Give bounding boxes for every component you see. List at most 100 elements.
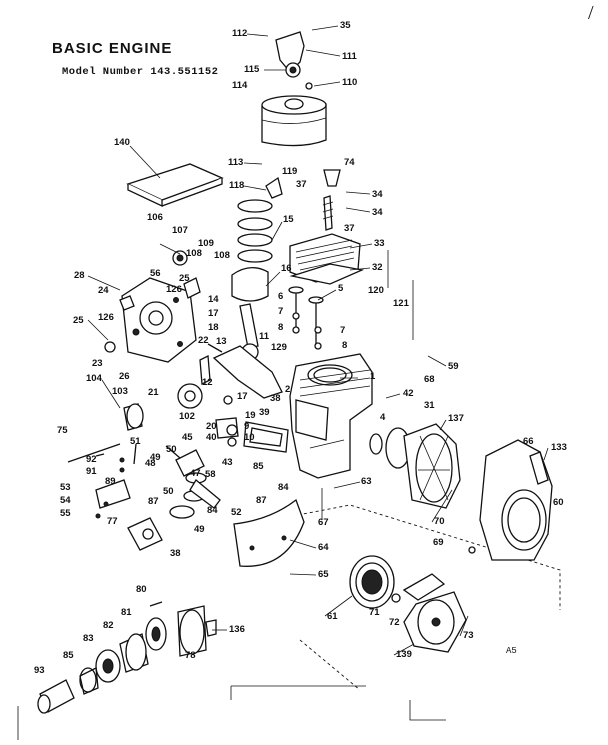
callout-50: 50 xyxy=(166,444,177,455)
callout-50: 50 xyxy=(163,486,174,497)
callout-11: 11 xyxy=(259,331,270,342)
callout-112: 112 xyxy=(232,28,247,39)
callout-133: 133 xyxy=(551,442,567,453)
diagram-title: BASIC ENGINE xyxy=(52,40,173,57)
callout-7: 7 xyxy=(340,325,345,336)
callout-19: 19 xyxy=(245,410,256,421)
callout-61: 61 xyxy=(327,611,338,622)
callout-35: 35 xyxy=(340,20,351,31)
callout-103: 103 xyxy=(112,386,128,397)
callout-102: 102 xyxy=(179,411,195,422)
callout-34: 34 xyxy=(372,189,383,200)
callout-12: 12 xyxy=(202,377,213,388)
callout-17: 17 xyxy=(237,391,248,402)
callout-20: 20 xyxy=(206,421,217,432)
callout-40: 40 xyxy=(206,432,217,443)
callout-137: 137 xyxy=(448,413,464,424)
callout-74: 74 xyxy=(344,157,355,168)
callout-52: 52 xyxy=(231,507,242,518)
callout-108: 108 xyxy=(214,250,230,261)
callout-8: 8 xyxy=(342,340,347,351)
callout-10: 10 xyxy=(244,432,255,443)
callout-9: 9 xyxy=(244,421,249,432)
callout-126: 126 xyxy=(166,284,182,295)
frame-lines xyxy=(17,250,561,740)
model-number: Model Number 143.551152 xyxy=(62,66,219,78)
callout-7: 7 xyxy=(278,306,283,317)
corner-mark: / xyxy=(588,2,594,24)
callout-25: 25 xyxy=(73,315,84,326)
callout-106: 106 xyxy=(147,212,163,223)
callout-21: 21 xyxy=(148,387,159,398)
callout-92: 92 xyxy=(86,454,97,465)
leader-lines xyxy=(87,25,549,656)
callout-113: 113 xyxy=(228,157,243,168)
callout-82: 82 xyxy=(103,620,114,631)
callout-87: 87 xyxy=(148,496,159,507)
callout-26: 26 xyxy=(119,371,130,382)
callout-77: 77 xyxy=(107,516,118,527)
callout-1: 1 xyxy=(370,371,376,382)
callout-47: 47 xyxy=(190,468,201,479)
callout-108: 108 xyxy=(186,248,202,259)
callout-67: 67 xyxy=(318,517,329,528)
callout-104: 104 xyxy=(86,373,103,384)
callout-71: 71 xyxy=(369,607,380,618)
callout-4: 4 xyxy=(380,412,386,423)
callout-72: 72 xyxy=(389,617,400,628)
callout-89: 89 xyxy=(105,476,116,487)
callout-48: 48 xyxy=(145,458,156,469)
callout-16: 16 xyxy=(281,263,292,274)
callout-38: 38 xyxy=(170,548,181,559)
callout-85: 85 xyxy=(253,461,264,472)
callout-107: 107 xyxy=(172,225,188,236)
callout-110: 110 xyxy=(342,77,357,88)
callout-119: 119 xyxy=(282,166,297,177)
governor-parts xyxy=(159,243,201,299)
callout-13: 13 xyxy=(216,336,227,347)
callout-111: 111 xyxy=(342,51,358,62)
callout-39: 39 xyxy=(259,407,270,418)
callout-54: 54 xyxy=(60,495,71,506)
callout-75: 75 xyxy=(57,425,68,436)
callout-93: 93 xyxy=(34,665,45,676)
callout-49: 49 xyxy=(150,452,161,463)
crankshaft-assembly xyxy=(199,303,283,399)
callout-23: 23 xyxy=(92,358,103,369)
callout-78: 78 xyxy=(185,650,196,661)
callout-139: 139 xyxy=(396,649,412,660)
callout-85: 85 xyxy=(63,650,74,661)
callout-43: 43 xyxy=(222,457,233,468)
callout-64: 64 xyxy=(318,542,329,553)
callout-84: 84 xyxy=(278,482,289,493)
callout-65: 65 xyxy=(318,569,329,580)
callout-118: 118 xyxy=(229,180,244,191)
air-cleaner-assembly xyxy=(261,31,327,147)
callout-34: 34 xyxy=(372,207,383,218)
callout-115: 115 xyxy=(244,64,260,75)
callout-17: 17 xyxy=(208,308,219,319)
callout-38: 38 xyxy=(270,393,281,404)
callout-136: 136 xyxy=(229,624,245,635)
callout-59: 59 xyxy=(448,361,459,372)
page-code: A5 xyxy=(506,646,517,656)
callout-81: 81 xyxy=(121,607,132,618)
callout-66: 66 xyxy=(523,436,534,447)
callout-84: 84 xyxy=(207,505,218,516)
cylinder-block xyxy=(289,353,373,479)
callout-45: 45 xyxy=(182,432,193,443)
callout-87: 87 xyxy=(256,495,267,506)
callout-63: 63 xyxy=(361,476,372,487)
callout-69: 69 xyxy=(433,537,444,548)
callout-68: 68 xyxy=(424,374,435,385)
callout-80: 80 xyxy=(136,584,147,595)
callout-140: 140 xyxy=(114,137,130,148)
callout-15: 15 xyxy=(283,214,294,225)
linkage-and-brackets xyxy=(67,443,163,551)
callout-28: 28 xyxy=(74,270,85,281)
callout-73: 73 xyxy=(463,630,474,641)
callout-121: 121 xyxy=(393,298,410,309)
baffle xyxy=(233,498,305,567)
callout-33: 33 xyxy=(374,238,385,249)
